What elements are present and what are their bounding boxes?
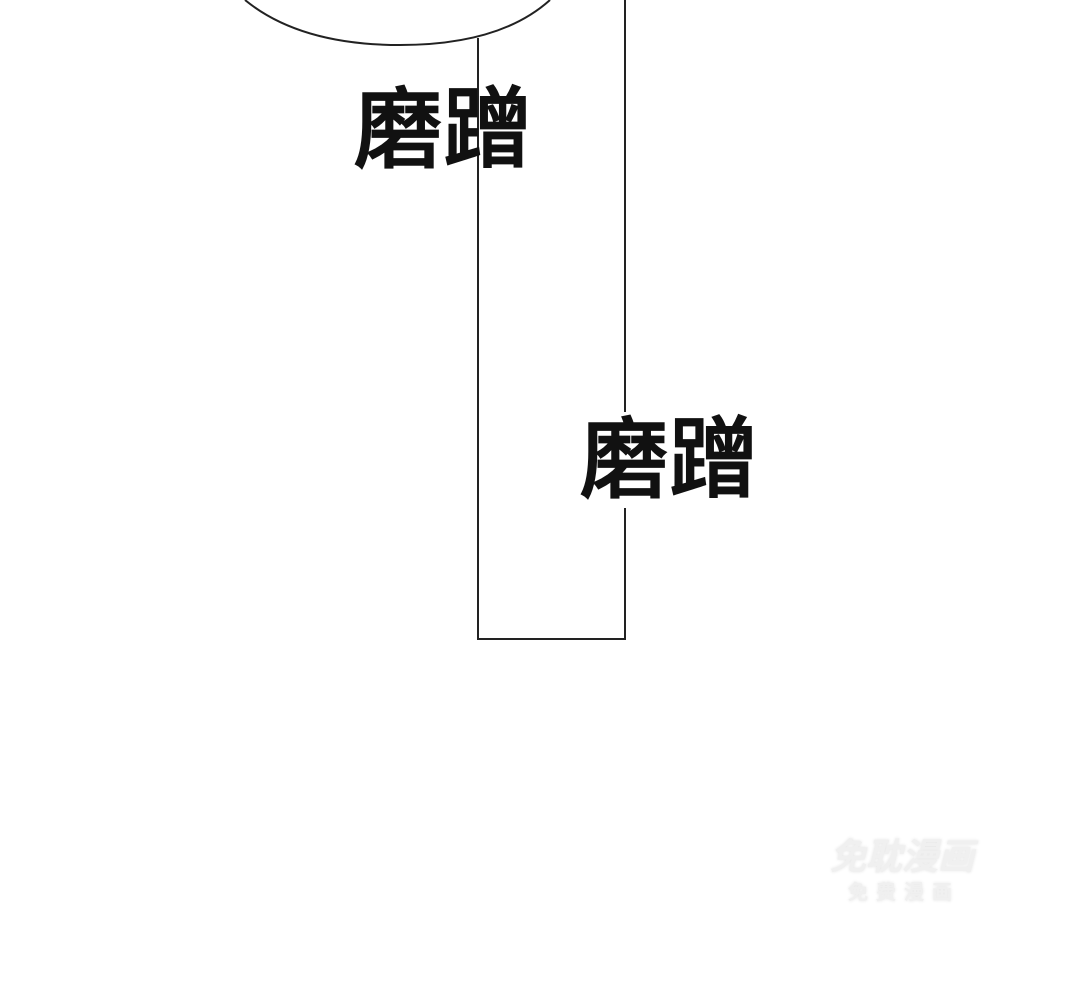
speech-bubble-edge bbox=[244, 0, 551, 47]
sound-effect-text: 磨蹭 bbox=[354, 78, 535, 181]
watermark-title: 免耽漫画 bbox=[830, 837, 975, 878]
sound-effect-text: 磨蹭 bbox=[578, 408, 763, 511]
watermark-subtitle: 免费漫画 bbox=[848, 880, 960, 904]
vertical-frame bbox=[477, 0, 626, 640]
